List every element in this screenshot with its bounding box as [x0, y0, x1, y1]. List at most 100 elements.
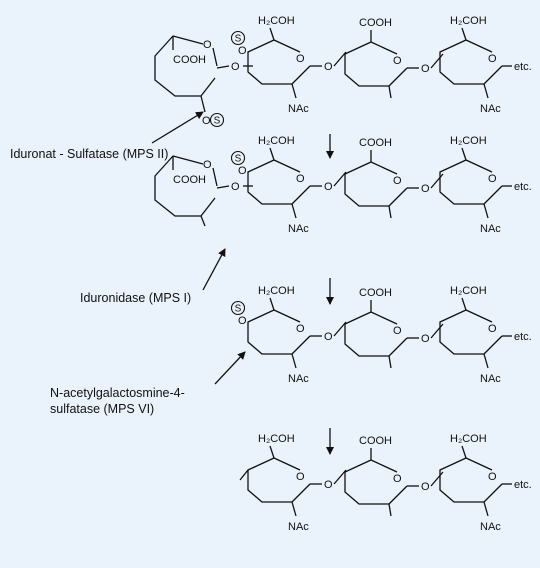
- h2coh-label: H₂COH: [450, 15, 487, 27]
- nac-label: NAc: [480, 103, 501, 115]
- galnac-ring: O: [439, 159, 503, 205]
- glycosidic-oxygen: O: [324, 479, 333, 491]
- bond: [200, 215, 206, 227]
- iduronate-ring: O COOH O: [154, 155, 253, 227]
- cooh-label: COOH: [359, 137, 392, 149]
- nac-label: NAc: [288, 103, 309, 115]
- enzyme-label-galnac-4-sulfatase-line1: N-acetylgalactosmine-4-: [50, 386, 185, 400]
- glucuronate-ring: O: [344, 311, 408, 357]
- glucuronate-ring: O: [344, 161, 408, 207]
- nac-label: NAc: [480, 373, 501, 385]
- bond: [291, 83, 297, 99]
- galnac-ring: O: [247, 309, 311, 355]
- ring-oxygen: O: [203, 39, 212, 51]
- ring-oxygen: O: [296, 173, 305, 185]
- bond: [212, 47, 218, 67]
- sulfate-label: S: [235, 304, 242, 315]
- etc-label: etc.: [514, 331, 532, 343]
- glycosidic-oxygen: O: [421, 481, 430, 493]
- nac-label: NAc: [288, 373, 309, 385]
- cooh-label: COOH: [173, 174, 206, 186]
- etc-label: etc.: [514, 479, 532, 491]
- ring-oxygen: O: [488, 173, 497, 185]
- h2coh-label: H₂COH: [258, 15, 295, 27]
- bond: [483, 353, 489, 369]
- nac-label: NAc: [480, 223, 501, 235]
- enzyme-pointer-arrow: [151, 111, 204, 144]
- h2coh-label: H₂COH: [258, 433, 295, 445]
- ring-oxygen: O: [296, 471, 305, 483]
- bond: [430, 173, 444, 189]
- glycosidic-oxygen: O: [231, 61, 240, 73]
- h2coh-label: H₂COH: [258, 285, 295, 297]
- nac-label: NAc: [288, 521, 309, 533]
- sulfate-oxygen: O: [202, 115, 211, 127]
- bond: [333, 321, 347, 337]
- nac-label: NAc: [288, 223, 309, 235]
- cooh-label: COOH: [173, 54, 206, 66]
- bond: [269, 147, 275, 161]
- bond: [388, 503, 392, 517]
- ring-oxygen: O: [393, 325, 402, 337]
- bond: [291, 353, 297, 369]
- sulfate-circle: [230, 150, 246, 166]
- bond: [200, 95, 206, 113]
- ring-oxygen: O: [488, 323, 497, 335]
- glycosidic-oxygen: O: [231, 181, 240, 193]
- bond: [430, 323, 444, 339]
- enzyme-label-galnac-4-sulfatase-line2: sulfatase (MPS VI): [50, 402, 154, 416]
- galnac-ring: O: [247, 457, 311, 503]
- ring-oxygen: O: [488, 53, 497, 65]
- bond: [461, 147, 467, 161]
- glucuronate-ring: O: [344, 459, 408, 505]
- bond: [483, 501, 489, 517]
- sulfate-oxygen: O: [238, 315, 247, 327]
- enzyme-label-iduronate-sulfatase: Iduronat - Sulfatase (MPS II): [10, 147, 168, 161]
- sulfate-oxygen: O: [238, 165, 247, 177]
- bond: [269, 445, 275, 459]
- glycosidic-oxygen: O: [421, 183, 430, 195]
- sulfate-label: S: [235, 34, 242, 45]
- bond: [216, 65, 230, 69]
- sulfate-circle: [230, 300, 246, 316]
- etc-label: etc.: [514, 181, 532, 193]
- ring-oxygen: O: [296, 323, 305, 335]
- galnac-ring: O: [247, 159, 311, 205]
- galnac-ring: O: [439, 457, 503, 503]
- bond: [430, 53, 444, 69]
- ring-oxygen: O: [296, 53, 305, 65]
- bond: [461, 27, 467, 41]
- ring-oxygen: O: [393, 175, 402, 187]
- sulfate-circle: [209, 112, 225, 128]
- glycosidic-oxygen: O: [421, 333, 430, 345]
- nac-label: NAc: [480, 521, 501, 533]
- bond: [239, 469, 249, 481]
- bond: [388, 85, 392, 99]
- h2coh-label: H₂COH: [258, 135, 295, 147]
- bond: [212, 167, 218, 187]
- ring-oxygen: O: [488, 471, 497, 483]
- cooh-label: COOH: [359, 17, 392, 29]
- galnac-ring: O: [439, 309, 503, 355]
- bond: [333, 51, 347, 67]
- sulfate-label: S: [214, 116, 221, 127]
- bond: [216, 185, 230, 189]
- bond: [291, 501, 297, 517]
- ring-oxygen: O: [393, 473, 402, 485]
- h2coh-label: H₂COH: [450, 135, 487, 147]
- enzyme-label-iduronidase: Iduronidase (MPS I): [80, 291, 191, 305]
- h2coh-label: H₂COH: [450, 433, 487, 445]
- cooh-label: COOH: [359, 287, 392, 299]
- ring-oxygen: O: [203, 159, 212, 171]
- sulfate-label: S: [235, 154, 242, 165]
- enzyme-pointer-arrow: [202, 248, 226, 291]
- bond: [483, 203, 489, 219]
- glycosidic-oxygen: O: [324, 331, 333, 343]
- galnac-ring: O: [439, 39, 503, 85]
